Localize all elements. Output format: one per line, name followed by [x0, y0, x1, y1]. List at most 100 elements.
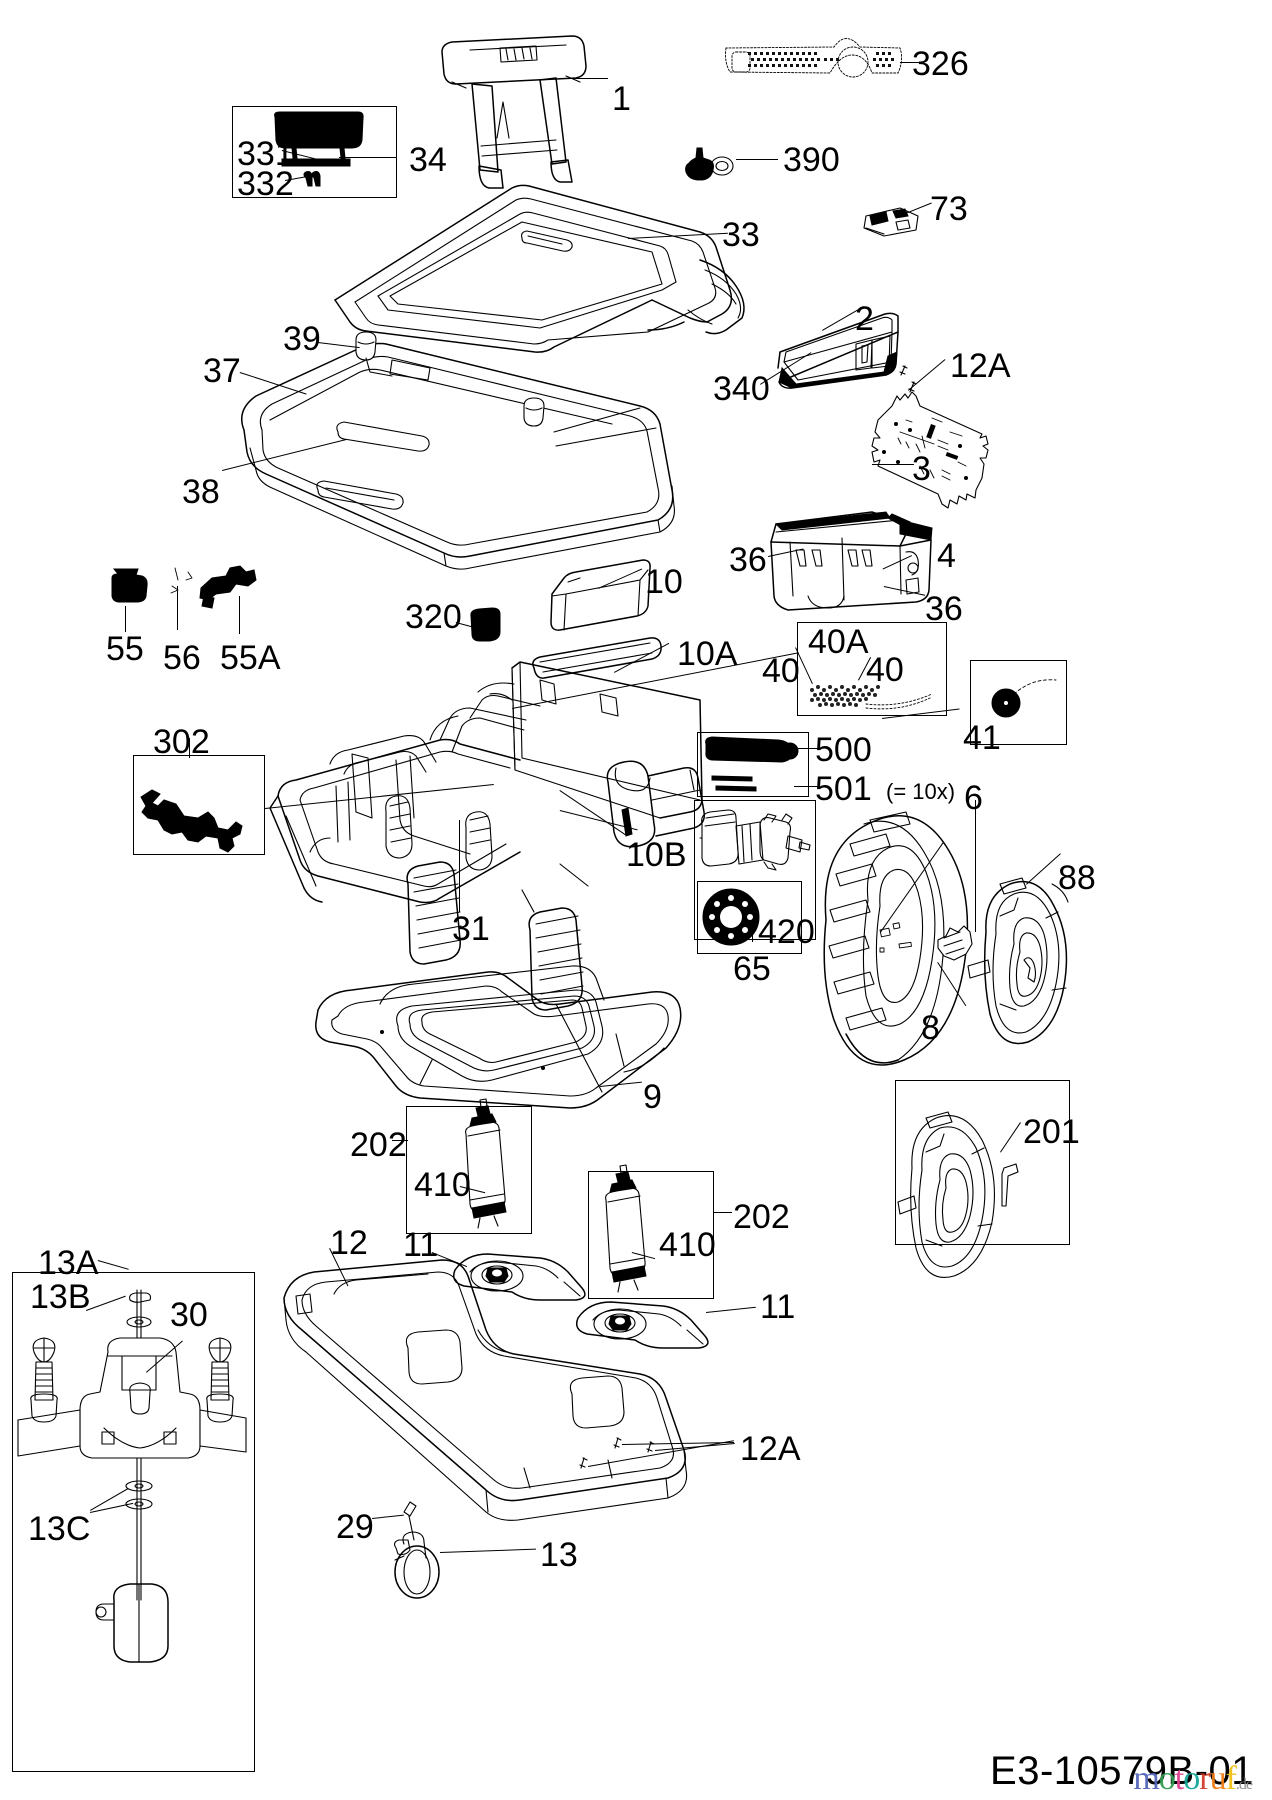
part-29-13-caster — [395, 1502, 439, 1598]
part-31-chassis — [270, 662, 704, 1010]
parts-55-56-55A — [112, 566, 256, 608]
leader-55 — [124, 606, 126, 632]
callout-6: 6 — [964, 779, 983, 817]
part-3-pcb — [872, 392, 988, 508]
part-9-deck — [316, 966, 681, 1108]
part-6-wheel — [824, 812, 972, 1065]
callout-390: 390 — [783, 141, 840, 179]
callout-34: 34 — [409, 141, 447, 179]
inset-13 — [12, 1272, 255, 1772]
callout-1: 1 — [612, 80, 631, 118]
part-65-motor-gearbox — [700, 810, 810, 870]
leader-390 — [736, 159, 778, 161]
inset-34 — [232, 106, 397, 198]
inset-202-left — [406, 1106, 532, 1234]
part-11-blade-disc-right — [577, 1302, 708, 1348]
callout-410-r: 410 — [659, 1226, 716, 1264]
callout-9: 9 — [643, 1078, 662, 1116]
part-8-pinion — [938, 926, 972, 960]
part-41-inset-content — [992, 680, 1056, 717]
inset-201 — [895, 1080, 1070, 1245]
part-40A-40-inset-content — [810, 685, 932, 709]
part-4-battery-tray — [771, 512, 932, 610]
inset-41 — [970, 660, 1067, 745]
leader-1 — [560, 78, 608, 80]
inset-302 — [133, 755, 265, 855]
callout-10A: 10A — [677, 635, 738, 673]
callout-13C: 13C — [28, 1510, 91, 1548]
callout-40: 40 — [762, 652, 800, 690]
callout-10: 10 — [645, 563, 683, 601]
callout-4: 4 — [937, 537, 956, 575]
inset-420 — [697, 881, 802, 954]
part-33-hood — [335, 185, 744, 352]
callout-39: 39 — [283, 320, 321, 358]
leader-202-right — [714, 1212, 732, 1214]
leader-6-v — [974, 800, 976, 932]
part-34-inset-content — [275, 112, 364, 186]
leader-202-left — [392, 1140, 408, 1142]
part-320-grommet — [471, 608, 500, 641]
part-390-plug — [686, 148, 733, 180]
leader-501 — [794, 786, 818, 788]
watermark-letter: m — [1133, 1760, 1159, 1797]
callout-500: 500 — [815, 731, 872, 769]
callout-41: 41 — [963, 719, 1001, 757]
leader-31 — [458, 820, 460, 912]
part-420-disc — [703, 889, 759, 945]
part-37-cover — [242, 332, 675, 569]
callout-501x: (= 10x) — [886, 779, 956, 804]
callout-302: 302 — [153, 723, 210, 761]
leader-500 — [794, 748, 818, 750]
site-watermark: motoruf.de — [1133, 1760, 1253, 1798]
callout-501: 501 — [815, 770, 872, 808]
callout-11-l: 11 — [403, 1226, 439, 1264]
callout-202-l: 202 — [350, 1126, 407, 1164]
inset-65 — [694, 800, 816, 940]
callout-73: 73 — [930, 190, 968, 228]
callout-8: 8 — [921, 1009, 940, 1047]
watermark-letter: o — [1183, 1760, 1200, 1797]
callout-40-in: 40 — [866, 651, 904, 689]
leader-56 — [176, 586, 178, 630]
callout-331: 331 — [237, 135, 294, 173]
part-500-501-inset-content — [706, 737, 798, 791]
callout-201: 201 — [1023, 1113, 1080, 1151]
callout-33: 33 — [722, 216, 760, 254]
callout-410-l: 410 — [414, 1166, 471, 1204]
part-410-motor-right — [606, 1165, 646, 1292]
callout-31: 31 — [452, 910, 490, 948]
callout-202-r: 202 — [733, 1198, 790, 1236]
callout-320: 320 — [405, 598, 462, 636]
callout-13: 13 — [540, 1536, 578, 1574]
callout-65: 65 — [733, 950, 771, 988]
callout-326: 326 — [912, 45, 969, 83]
watermark-letter: u — [1209, 1760, 1227, 1797]
callout-37: 37 — [203, 352, 241, 390]
callout-56: 56 — [163, 639, 201, 677]
callout-332: 332 — [237, 165, 294, 203]
part-12-bumper — [284, 1260, 687, 1520]
callout-55A: 55A — [220, 639, 281, 677]
watermark-letter: r — [1199, 1760, 1210, 1797]
inset-500 — [697, 732, 809, 797]
callout-38: 38 — [182, 473, 220, 511]
callout-36-r: 36 — [925, 590, 963, 628]
callout-88: 88 — [1058, 859, 1096, 897]
leader-55A — [238, 596, 240, 634]
leader-34 — [339, 157, 397, 159]
part-11-blade-disc-left — [454, 1254, 585, 1300]
watermark-suffix: .de — [1235, 1776, 1253, 1793]
callout-29: 29 — [336, 1508, 374, 1546]
callout-12: 12 — [330, 1224, 368, 1262]
watermark-letter: t — [1174, 1760, 1185, 1797]
part-302-inset-content — [141, 790, 242, 852]
callout-13B: 13B — [30, 1278, 91, 1316]
part-410-motor-left — [466, 1099, 506, 1228]
callout-36-l: 36 — [729, 541, 767, 579]
callout-30: 30 — [170, 1296, 208, 1334]
part-88-hubcap — [968, 878, 1068, 1043]
part-1-handle — [442, 36, 586, 188]
leader-3 — [872, 464, 914, 466]
